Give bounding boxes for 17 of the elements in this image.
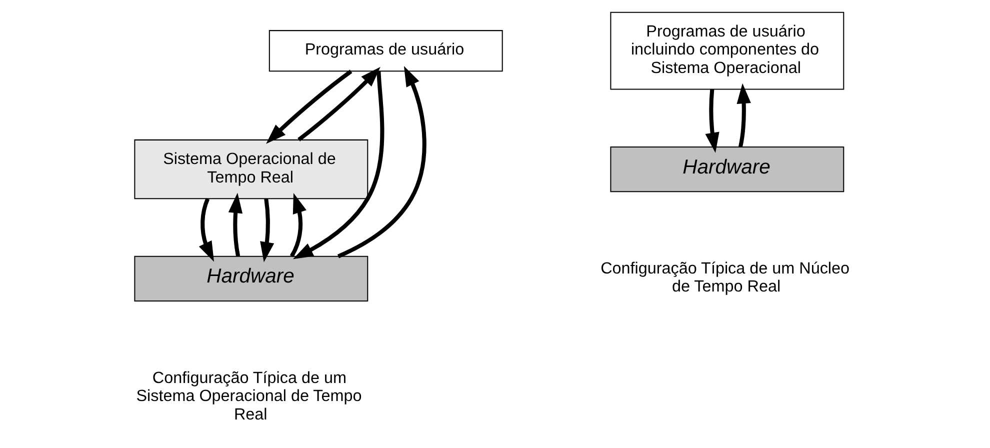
arrow — [736, 83, 751, 148]
arrow — [298, 66, 380, 142]
node-box: Programas de usuário — [268, 30, 503, 72]
label: Configuração Típica de um Sistema Operacional de Tempo Real — [136, 368, 362, 424]
arrow — [266, 70, 352, 144]
arrow — [337, 66, 426, 258]
node-box: Programas de usuário incluindo componentes do Sistema Operacional — [610, 12, 844, 90]
arrow — [292, 71, 384, 260]
arrow — [228, 192, 243, 257]
label: Configuração Típica de um Núcleo de Tempo Real — [600, 259, 850, 296]
arrow — [260, 198, 274, 262]
node-box: Sistema Operacional de Tempo Real — [134, 139, 368, 200]
arrow — [198, 198, 214, 262]
node-box: Hardware — [610, 146, 844, 192]
node-box: Hardware — [134, 256, 368, 302]
arrow — [705, 89, 720, 153]
arrow — [290, 192, 306, 258]
